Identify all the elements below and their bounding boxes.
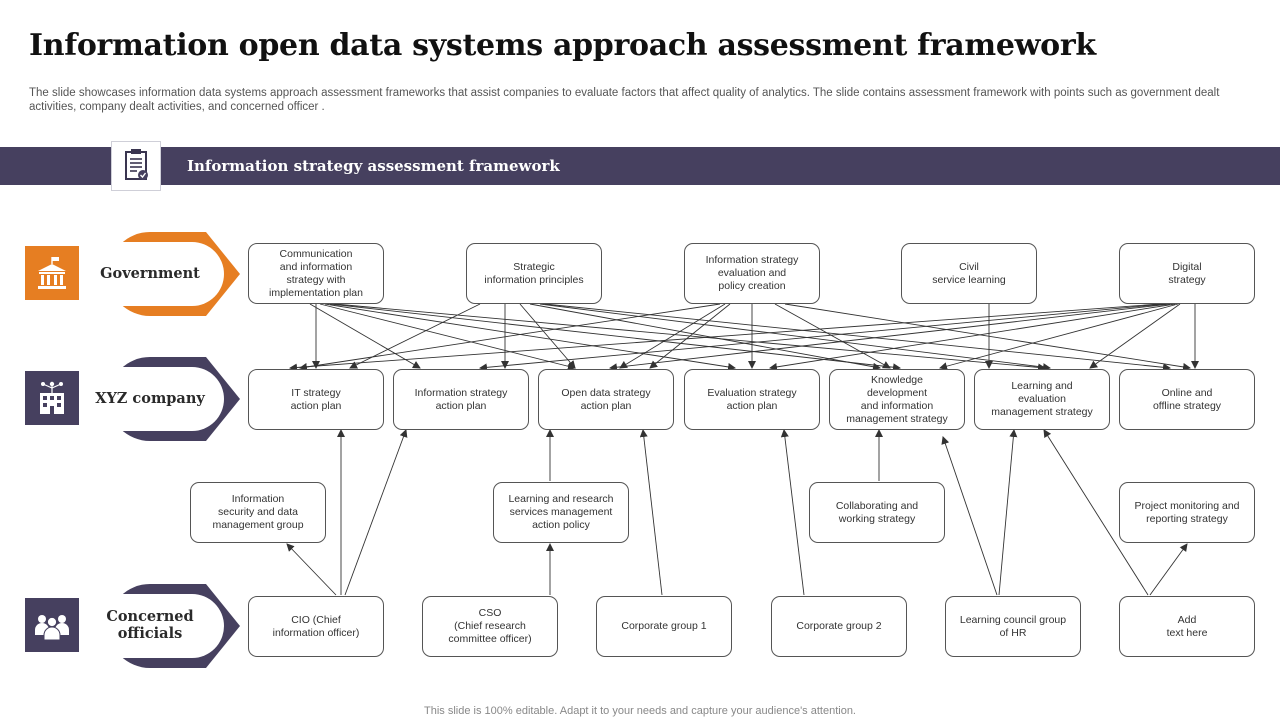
officials-chevron (82, 584, 242, 668)
gov-box-strategic-principles: Strategic information principles (466, 243, 602, 304)
official-box-cio: CIO (Chief information officer) (248, 596, 384, 657)
government-building-icon (25, 246, 79, 300)
mid-box-project-monitoring: Project monitoring and reporting strateg… (1119, 482, 1255, 543)
clipboard-check-icon (111, 141, 161, 191)
mid-box-collaborating: Collaborating and working strategy (809, 482, 945, 543)
footer-note: This slide is 100% editable. Adapt it to… (424, 705, 856, 717)
company-chevron (82, 357, 242, 441)
official-box-corporate-group-2: Corporate group 2 (771, 596, 907, 657)
company-box-learning-evaluation: Learning and evaluation management strat… (974, 369, 1110, 430)
section-title: Information strategy assessment framewor… (187, 157, 560, 175)
company-box-online-offline: Online and offline strategy (1119, 369, 1255, 430)
gov-box-civil-service: Civil service learning (901, 243, 1037, 304)
gov-box-evaluation-policy: Information strategy evaluation and poli… (684, 243, 820, 304)
page-subtitle: The slide showcases information data sys… (29, 87, 1220, 113)
mid-box-learning-research: Learning and research services managemen… (493, 482, 629, 543)
official-box-cso: CSO (Chief research committee officer) (422, 596, 558, 657)
government-chevron (82, 232, 242, 316)
category-label-company: XYZ company (95, 390, 205, 407)
company-box-open-data: Open data strategy action plan (538, 369, 674, 430)
people-group-icon (25, 598, 79, 652)
company-box-info-strategy: Information strategy action plan (393, 369, 529, 430)
gov-box-digital-strategy: Digital strategy (1119, 243, 1255, 304)
official-box-learning-council: Learning council group of HR (945, 596, 1081, 657)
company-box-evaluation: Evaluation strategy action plan (684, 369, 820, 430)
official-box-corporate-group-1: Corporate group 1 (596, 596, 732, 657)
section-band (0, 147, 1280, 185)
gov-box-communication-strategy: Communication and information strategy w… (248, 243, 384, 304)
company-box-it-strategy: IT strategy action plan (248, 369, 384, 430)
category-label-government: Government (100, 265, 200, 282)
company-box-knowledge: Knowledge development and information ma… (829, 369, 965, 430)
page-title: Information open data systems approach a… (29, 28, 1096, 63)
mid-box-info-security: Information security and data management… (190, 482, 326, 543)
company-building-icon (25, 371, 79, 425)
official-box-add-text: Add text here (1119, 596, 1255, 657)
category-label-officials: Concerned officials (106, 608, 194, 642)
